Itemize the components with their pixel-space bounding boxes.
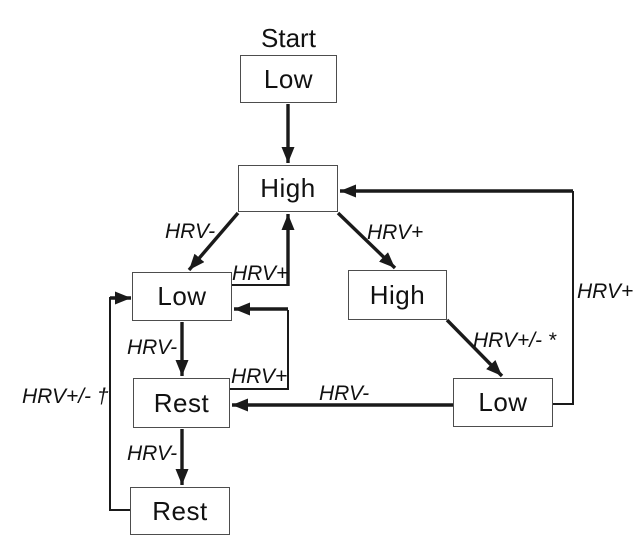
arrow-low-right-to-high-connector — [553, 191, 574, 405]
edge-label-high-right-to-low-right: HRV+/- * — [473, 329, 557, 352]
edge-label-rest-to-rest-bottom: HRV- — [127, 442, 178, 465]
edge-label-high-to-high-right: HRV+ — [367, 221, 424, 244]
arrow-high-right-to-low-right — [445, 318, 504, 378]
node-high-right: High — [348, 270, 447, 320]
node-high-main: High — [238, 165, 338, 212]
arrow-rest-bottom-to-low-left-connector — [109, 297, 131, 511]
node-low-left: Low — [132, 272, 232, 321]
node-label: High — [260, 173, 316, 203]
edge-label-rest-to-low-left: HRV+ — [231, 365, 288, 388]
node-label: Rest — [152, 495, 208, 526]
edge-label-high-to-low-left: HRV- — [165, 220, 216, 243]
edge-label-low-right-to-rest: HRV- — [319, 382, 370, 405]
edge-label-low-left-to-high: HRV+ — [232, 262, 289, 285]
node-label: Low — [263, 63, 314, 94]
node-low-right: Low — [453, 378, 553, 427]
arrow-high-to-low-left — [187, 211, 240, 272]
edge-label-low-right-to-high: HRV+ — [577, 280, 634, 303]
node-rest-bottom: Rest — [130, 487, 230, 535]
node-label: High — [369, 279, 426, 310]
arrow-high-to-high-right — [336, 211, 397, 270]
node-rest-mid: Rest — [133, 378, 230, 428]
start-label: Start — [261, 23, 316, 53]
edge-label-low-left-to-rest: HRV- — [127, 336, 178, 359]
node-label: Low — [478, 387, 528, 417]
node-label: Low — [157, 281, 207, 311]
arrow-rest-to-low-left-connector — [230, 310, 289, 390]
edge-label-rest-bottom-to-low-left: HRV+/- † — [22, 385, 109, 408]
node-start-low: Low — [240, 55, 337, 103]
node-label: Rest — [153, 387, 210, 418]
